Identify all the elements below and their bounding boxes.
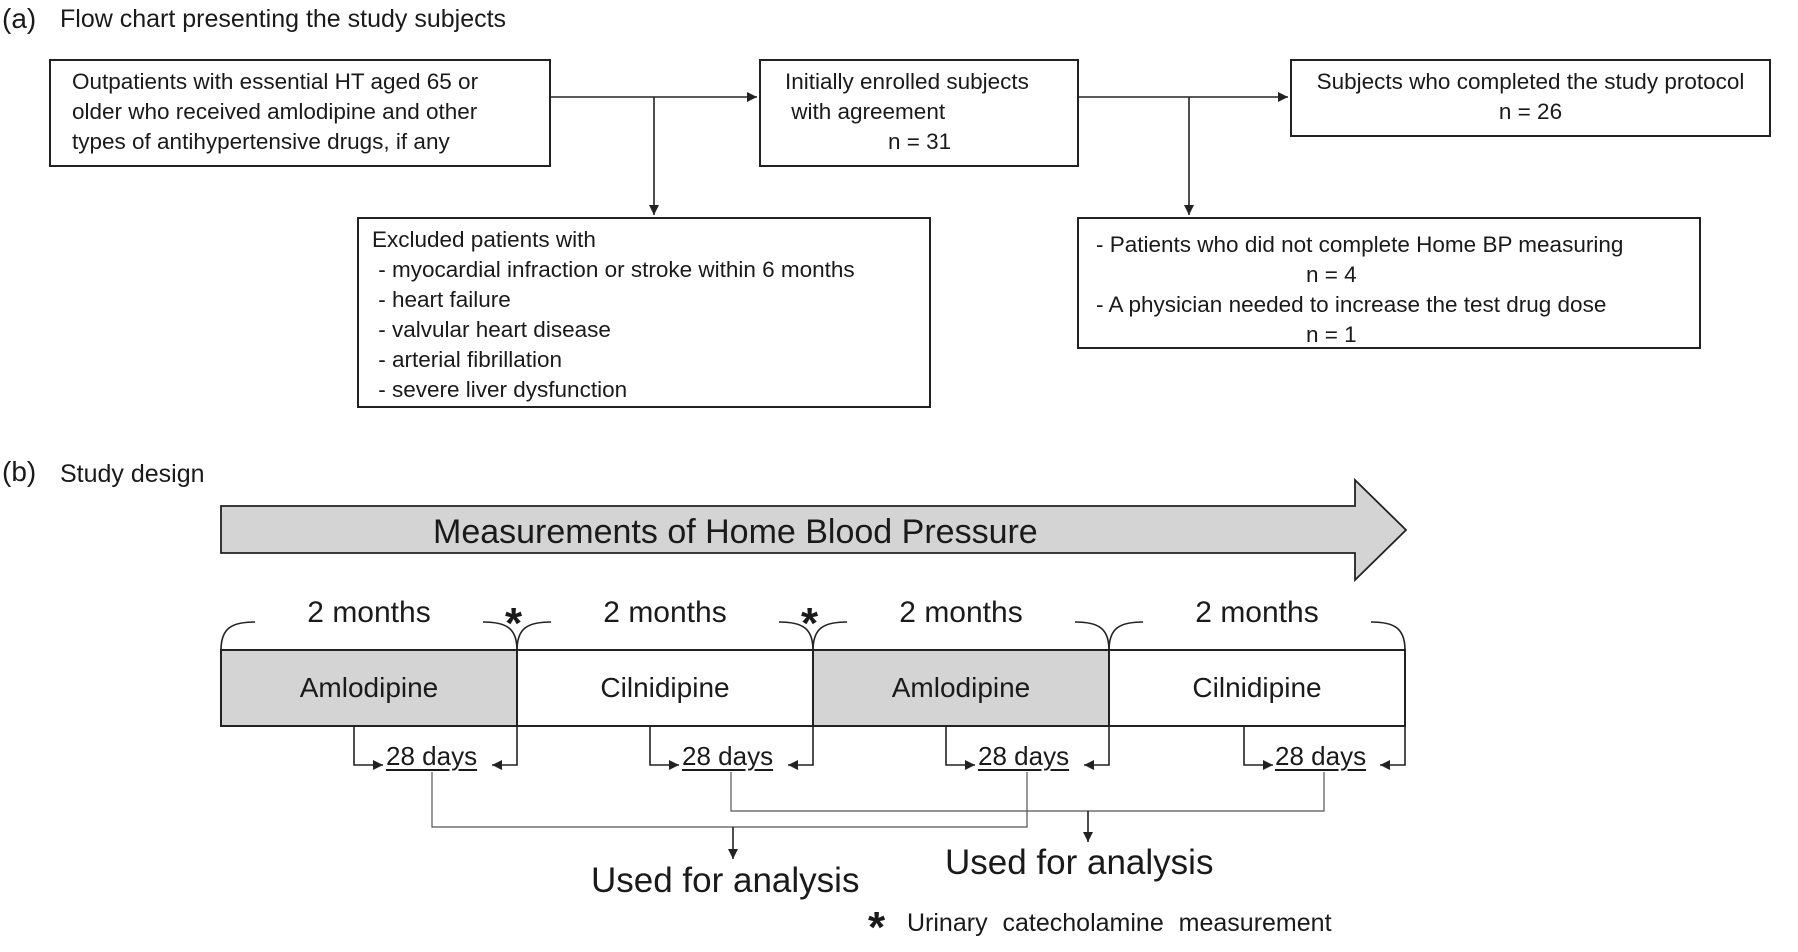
period-2-days: 28 days <box>682 741 774 771</box>
excluded-item-5: - severe liver dysfunction <box>372 377 628 402</box>
panel-a-label: (a) <box>2 3 37 34</box>
day-bracket-2 <box>649 726 679 770</box>
dropout-reason-1: - Patients who did not complete Home BP … <box>1096 232 1624 257</box>
period-3-drug: Amlodipine <box>891 672 1031 703</box>
outpatients-text: Outpatients with essential HT aged 65 or… <box>72 67 478 157</box>
legend-star: * <box>868 903 886 952</box>
excluded-item-2: - heart failure <box>372 287 511 312</box>
analysis-label-left: Used for analysis <box>591 861 860 900</box>
period-1-drug: Amlodipine <box>299 672 439 703</box>
period-4-duration: 2 months <box>1195 596 1319 629</box>
period-2-drug: Cilnidipine <box>600 672 730 703</box>
day-bracket-1-right <box>492 726 518 770</box>
period-box-3 <box>812 649 1110 727</box>
day-bracket-1 <box>353 726 383 770</box>
completed-line-1: Subjects who completed the study protoco… <box>1316 69 1745 94</box>
analysis-label-right: Used for analysis <box>945 843 1214 882</box>
legend-text: Urinary catecholamine measurement <box>907 909 1332 937</box>
panel-b-title: Study design <box>60 460 205 488</box>
day-bracket-4-right <box>1380 726 1406 770</box>
catecholamine-star-2: * <box>801 599 819 648</box>
box-completed <box>1290 59 1771 137</box>
excluded-text: Excluded patients with - myocardial infr… <box>372 225 855 405</box>
box-dropouts <box>1077 217 1701 349</box>
day-bracket-4 <box>1243 726 1273 770</box>
dropout-count-2: n = 1 <box>1306 322 1357 347</box>
period-4-drug: Cilnidipine <box>1192 672 1322 703</box>
home-bp-arrow <box>220 477 1408 583</box>
dropout-count-1: n = 4 <box>1306 262 1357 287</box>
box-outpatients <box>49 59 551 167</box>
analysis-connector-left <box>431 772 1028 828</box>
enrolled-text: Initially enrolled subjects with agreeme… <box>785 67 1029 157</box>
box-enrolled <box>759 59 1079 167</box>
enrolled-count: n = 31 <box>888 129 952 154</box>
enrolled-line-2: with agreement <box>785 99 946 124</box>
completed-text: Subjects who completed the study protoco… <box>1291 67 1770 127</box>
enrolled-line-1: Initially enrolled subjects <box>785 69 1029 94</box>
excluded-item-1: - myocardial infraction or stroke within… <box>372 257 855 282</box>
outpatients-line-2: older who received amlodipine and other <box>72 99 478 124</box>
catecholamine-star-1: * <box>505 599 523 648</box>
excluded-item-4: - arterial fibrillation <box>372 347 563 372</box>
period-3-days: 28 days <box>978 741 1070 771</box>
day-bracket-3 <box>945 726 975 770</box>
panel-b-label: (b) <box>2 456 37 487</box>
period-1-duration: 2 months <box>307 596 431 629</box>
excluded-heading: Excluded patients with <box>372 227 596 252</box>
outpatients-line-3: types of antihypertensive drugs, if any <box>72 129 450 154</box>
period-3-duration: 2 months <box>899 596 1023 629</box>
day-bracket-3-right <box>1084 726 1110 770</box>
analysis-connector-right <box>730 772 1325 812</box>
period-2-duration: 2 months <box>603 596 727 629</box>
period-box-4 <box>1108 649 1406 727</box>
brace-4 <box>1108 621 1406 651</box>
excluded-item-3: - valvular heart disease <box>372 317 611 342</box>
completed-count: n = 26 <box>1498 99 1563 124</box>
period-4-days: 28 days <box>1275 741 1367 771</box>
home-bp-arrow-label: Measurements of Home Blood Pressure <box>433 513 1038 551</box>
dropout-reason-2: - A physician needed to increase the tes… <box>1096 292 1607 317</box>
outpatients-line-1: Outpatients with essential HT aged 65 or <box>72 69 479 94</box>
dropouts-text: - Patients who did not complete Home BP … <box>1096 230 1623 350</box>
panel-a-title: Flow chart presenting the study subjects <box>60 5 507 33</box>
day-bracket-2-right <box>788 726 814 770</box>
period-1-days: 28 days <box>386 741 478 771</box>
box-excluded <box>357 217 931 408</box>
